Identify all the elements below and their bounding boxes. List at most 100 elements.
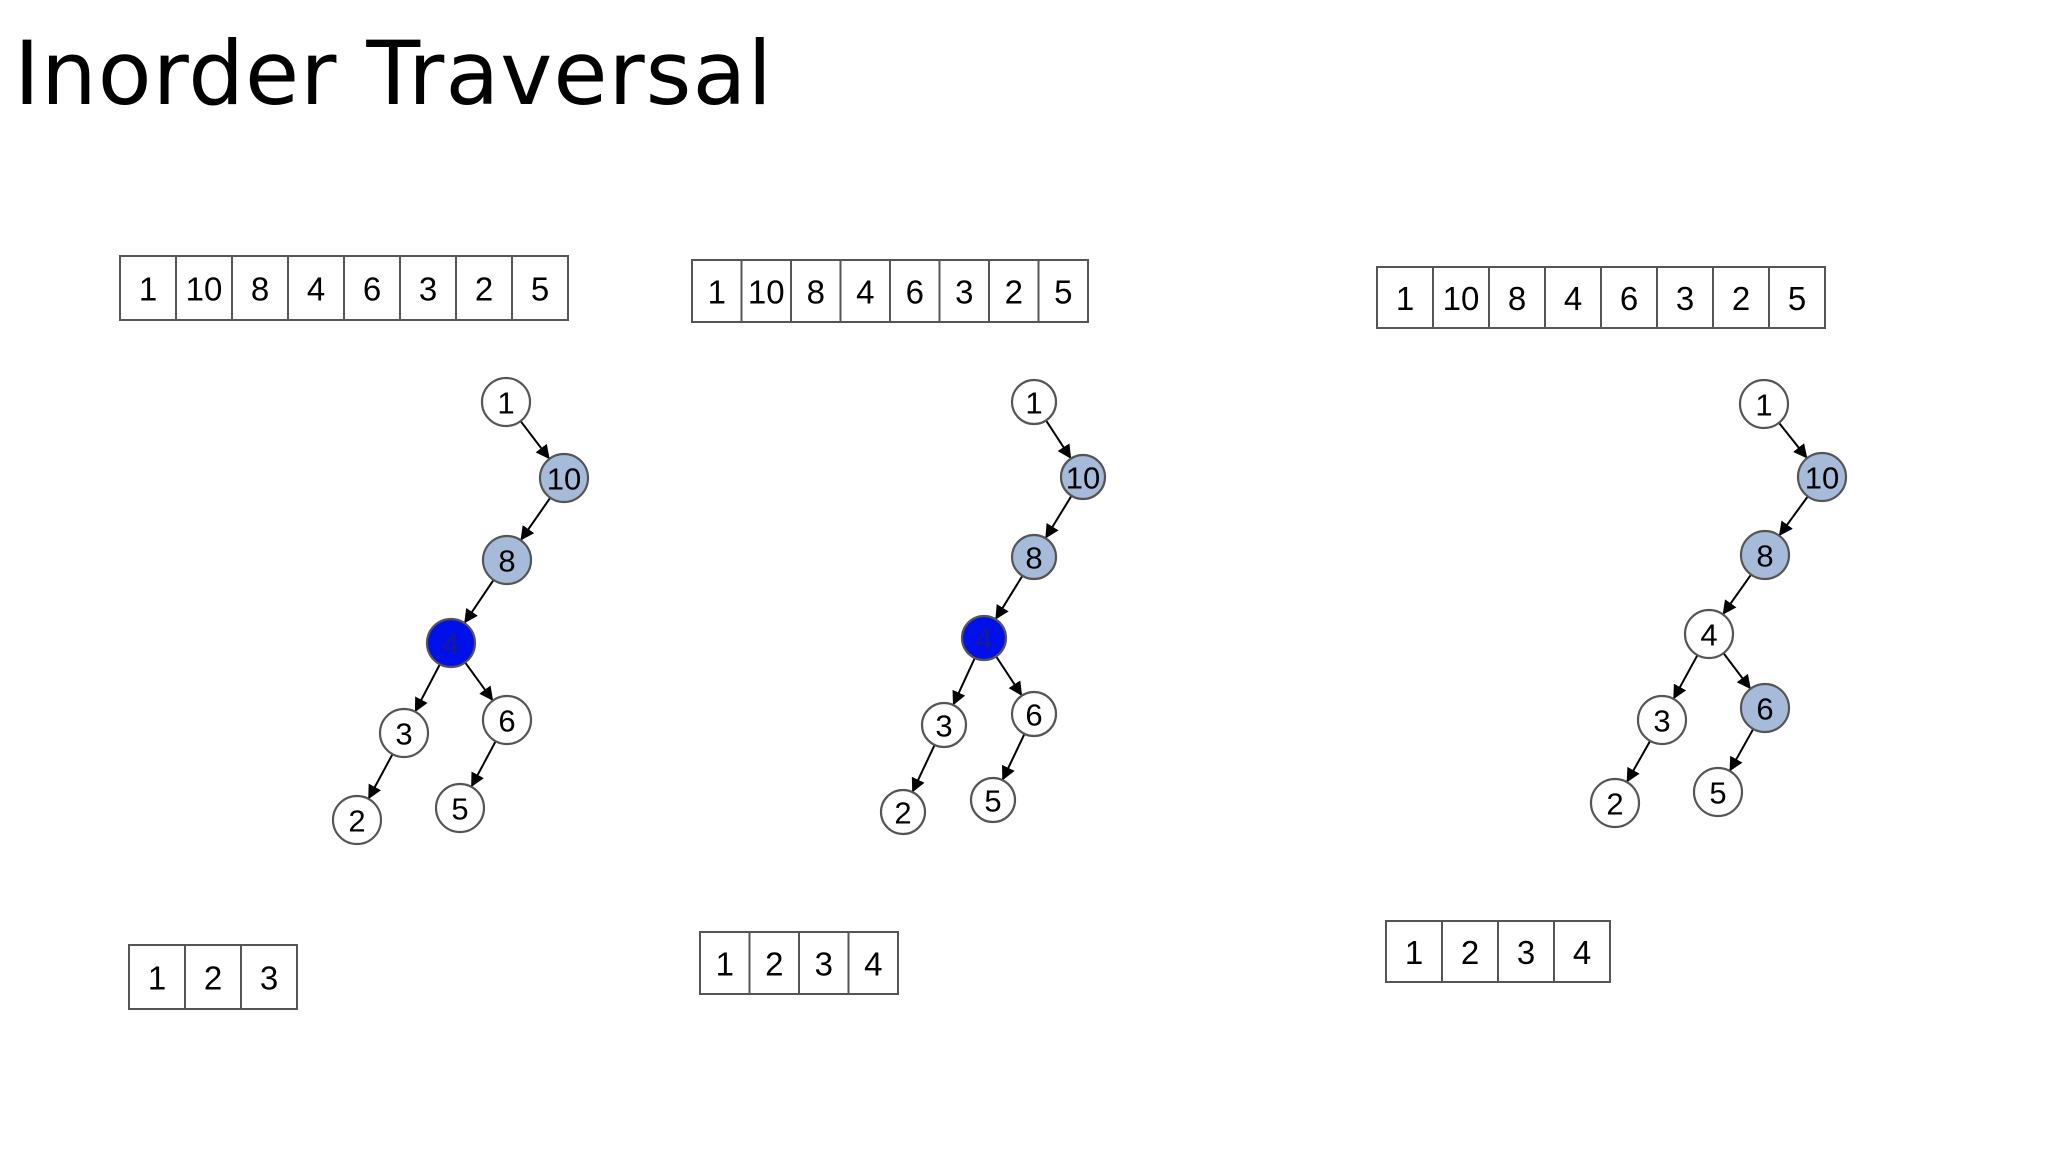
tree-node: 3 bbox=[920, 701, 968, 749]
tree-node: 2 bbox=[1589, 777, 1641, 829]
tree-node: 8 bbox=[481, 534, 533, 586]
tree-node-label: 10 bbox=[1066, 461, 1100, 496]
tree-edge bbox=[995, 655, 1023, 696]
tree-node: 2 bbox=[879, 788, 927, 836]
tree-node: 10 bbox=[1059, 453, 1107, 501]
tree-node-label: 6 bbox=[498, 704, 515, 739]
output-array-cell-value: 2 bbox=[1461, 934, 1479, 971]
tree-node-circle bbox=[1589, 777, 1641, 829]
tree-node-circle bbox=[1692, 766, 1744, 818]
output-array-cell bbox=[128, 944, 186, 1010]
tree-edge bbox=[464, 661, 494, 701]
tree-node-circle bbox=[425, 617, 477, 669]
input-array-cell-value: 4 bbox=[1564, 280, 1582, 317]
input-array-cell bbox=[1600, 266, 1658, 329]
tree-edge bbox=[1722, 574, 1752, 615]
input-array-cell-value: 1 bbox=[708, 274, 726, 311]
tree-node-circle bbox=[481, 534, 533, 586]
input-array-cell bbox=[790, 259, 842, 323]
input-array-cell-value: 2 bbox=[475, 271, 493, 308]
tree-node: 1 bbox=[480, 376, 532, 428]
tree-node: 6 bbox=[1010, 690, 1058, 738]
output-array-cell bbox=[847, 931, 899, 995]
tree-node-circle bbox=[1010, 690, 1058, 738]
tree-node: 6 bbox=[481, 694, 533, 746]
tree-node: 6 bbox=[1739, 682, 1791, 734]
input-array-cell-value: 3 bbox=[1676, 280, 1694, 317]
tree-node: 5 bbox=[1692, 766, 1744, 818]
input-array-cell bbox=[1037, 259, 1089, 323]
input-array-cell bbox=[740, 259, 792, 323]
input-array-cell-value: 5 bbox=[531, 271, 549, 308]
tree-edge bbox=[519, 420, 550, 460]
tree-edge bbox=[414, 663, 441, 713]
tree-node-label: 1 bbox=[1025, 386, 1042, 421]
tree-node-circle bbox=[1010, 533, 1058, 581]
tree-node-label: 2 bbox=[348, 804, 365, 839]
tree-node-label: 5 bbox=[984, 784, 1001, 819]
output-array-cell bbox=[240, 944, 298, 1010]
output-array-cell-value: 2 bbox=[765, 946, 783, 983]
input-array-cell-value: 6 bbox=[363, 271, 381, 308]
tree-node-label: 10 bbox=[1805, 461, 1839, 496]
input-array-cell bbox=[1376, 266, 1434, 329]
output-array-cell-value: 3 bbox=[1517, 934, 1535, 971]
tree-node-label: 4 bbox=[442, 627, 459, 662]
input-array-cell bbox=[343, 255, 401, 321]
tree-node: 4 bbox=[1683, 608, 1735, 660]
tree-edge bbox=[1001, 733, 1026, 781]
tree-node: 2 bbox=[331, 794, 383, 846]
output-array-cell bbox=[798, 931, 850, 995]
tree-edge bbox=[1045, 419, 1072, 459]
tree-node: 10 bbox=[538, 452, 590, 504]
tree-node: 4 bbox=[960, 614, 1008, 662]
tree-node-label: 6 bbox=[1025, 698, 1042, 733]
tree-node-circle bbox=[434, 782, 486, 834]
input-array-cell-value: 6 bbox=[1620, 280, 1638, 317]
tree-node-circle bbox=[538, 452, 590, 504]
tree-node-circle bbox=[1010, 378, 1058, 426]
input-array-cell-value: 10 bbox=[1443, 280, 1480, 317]
tree-node-label: 5 bbox=[451, 792, 468, 827]
tree-edge bbox=[1045, 495, 1073, 539]
page-title: Inorder Traversal bbox=[14, 22, 773, 125]
tree-node: 1 bbox=[1738, 378, 1790, 430]
tree-node: 3 bbox=[378, 707, 430, 759]
input-array-cell bbox=[1768, 266, 1826, 329]
output-array-cell-value: 1 bbox=[716, 946, 734, 983]
tree-node-label: 2 bbox=[894, 796, 911, 831]
tree-node-circle bbox=[969, 776, 1017, 824]
input-array-cell bbox=[119, 255, 177, 321]
tree-node-circle bbox=[331, 794, 383, 846]
tree-node-label: 8 bbox=[498, 544, 515, 579]
tree-node: 10 bbox=[1796, 451, 1848, 503]
tree-edge bbox=[1673, 654, 1699, 700]
input-array-cell bbox=[1488, 266, 1546, 329]
tree-node-circle bbox=[481, 694, 533, 746]
input-array-cell bbox=[1544, 266, 1602, 329]
input-array-cell bbox=[287, 255, 345, 321]
input-array-cell bbox=[399, 255, 457, 321]
input-array-cell-value: 3 bbox=[419, 271, 437, 308]
tree-edge bbox=[911, 744, 936, 793]
output-array-cell bbox=[1385, 920, 1443, 983]
output-array-cell-value: 3 bbox=[260, 960, 278, 997]
input-array-cell bbox=[1656, 266, 1714, 329]
tree-node-label: 6 bbox=[1756, 692, 1773, 727]
input-array-cell bbox=[938, 259, 990, 323]
tree-node-circle bbox=[1739, 682, 1791, 734]
tree-node: 5 bbox=[434, 782, 486, 834]
tree-edge bbox=[1626, 740, 1652, 783]
input-array-cell-value: 5 bbox=[1788, 280, 1806, 317]
tree-edge bbox=[1778, 495, 1809, 536]
tree-node: 8 bbox=[1739, 529, 1791, 581]
tree-node-circle bbox=[480, 376, 532, 428]
input-array-cell-value: 8 bbox=[807, 274, 825, 311]
input-array-cell-value: 2 bbox=[1005, 274, 1023, 311]
